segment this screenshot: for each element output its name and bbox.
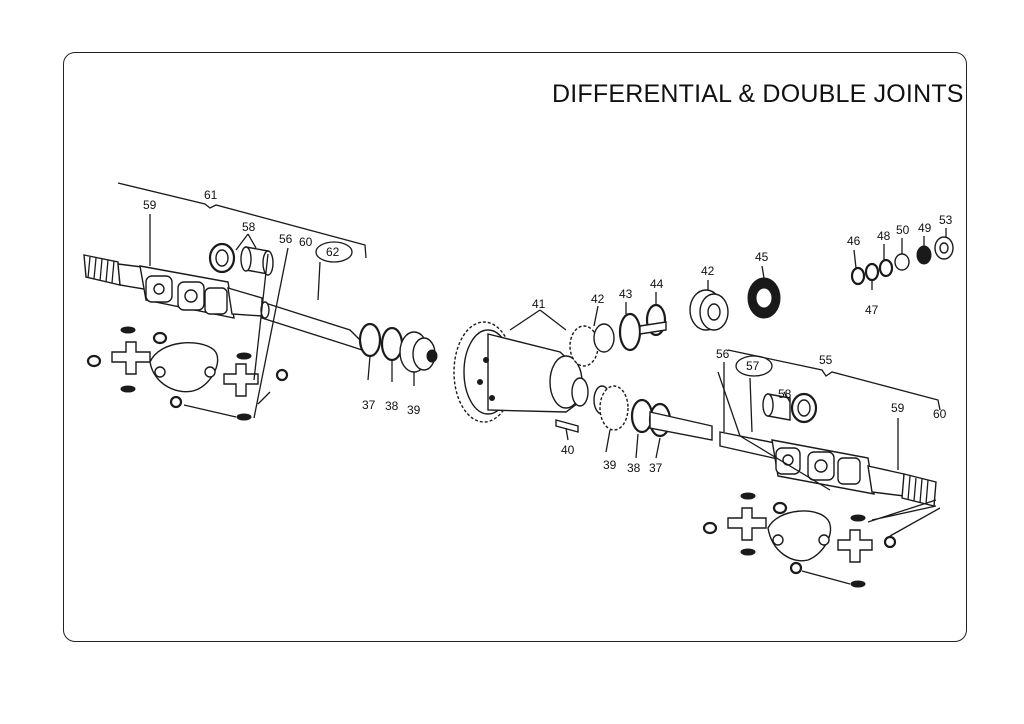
callout-39: 39	[407, 403, 421, 417]
callout-53: 53	[939, 213, 953, 227]
callout-47: 47	[865, 303, 879, 317]
left-double-joint-59	[139, 265, 263, 319]
callout-56-right: 56	[716, 347, 730, 361]
callout-58-right: 58	[778, 387, 792, 401]
right-splined-stub	[867, 465, 937, 507]
callout-56: 56	[279, 232, 293, 246]
pin-40	[555, 419, 579, 433]
callout-46: 46	[847, 234, 861, 248]
callout-39-right: 39	[603, 458, 617, 472]
right-double-joint-59	[771, 439, 875, 495]
callout-ellipse-57	[735, 355, 773, 377]
right-shaft-assembly	[702, 349, 941, 588]
diagram-title: DIFFERENTIAL & DOUBLE JOINTS	[552, 80, 964, 108]
callout-58: 58	[242, 220, 256, 234]
pinion-gear-42	[569, 323, 615, 367]
bushing-58-left	[208, 242, 274, 276]
callout-55: 55	[819, 353, 833, 367]
callout-37: 37	[362, 398, 376, 412]
callout-41: 41	[532, 297, 546, 311]
seal-45	[747, 277, 781, 319]
right-rings-and-bearing	[593, 385, 713, 441]
callout-42-pinion: 42	[591, 292, 605, 306]
callout-ellipse-62	[315, 241, 353, 263]
callout-38-right: 38	[627, 461, 641, 475]
callout-57: 57	[746, 359, 760, 373]
callout-60-right: 60	[933, 407, 947, 421]
callout-44: 44	[650, 277, 664, 291]
washer-nut-group	[850, 236, 954, 286]
callout-37-right: 37	[649, 461, 663, 475]
differential-center	[453, 236, 954, 441]
left-rings-and-bearing	[358, 322, 438, 373]
bracket-55	[727, 349, 941, 411]
diagram-frame	[63, 52, 967, 642]
shim-44	[639, 303, 667, 337]
ring-gear-41	[453, 321, 589, 423]
callout-59-right: 59	[891, 401, 905, 415]
callout-45: 45	[755, 250, 769, 264]
callout-48: 48	[877, 229, 891, 243]
left-cross-kit	[86, 247, 289, 421]
callout-38: 38	[385, 399, 399, 413]
callout-40: 40	[561, 443, 575, 457]
left-splined-stub	[83, 254, 151, 291]
bushing-58-right	[762, 392, 818, 424]
callout-50: 50	[896, 223, 910, 237]
callout-60: 60	[299, 235, 313, 249]
callout-49: 49	[918, 221, 932, 235]
callout-61: 61	[204, 188, 218, 202]
callout-labels: 61 59 58 56 60 62 37 38 39 41 40 42 43 4…	[143, 188, 953, 475]
bearing-42	[689, 289, 729, 331]
bracket-61	[117, 182, 367, 259]
washer-43	[618, 312, 642, 352]
callout-43: 43	[619, 287, 633, 301]
callout-42-bearing: 42	[701, 264, 715, 278]
leader-lines	[149, 214, 947, 470]
right-cross-kit	[702, 371, 941, 588]
callout-62: 62	[326, 245, 340, 259]
left-shaft-assembly	[83, 182, 438, 421]
callout-59: 59	[143, 198, 157, 212]
